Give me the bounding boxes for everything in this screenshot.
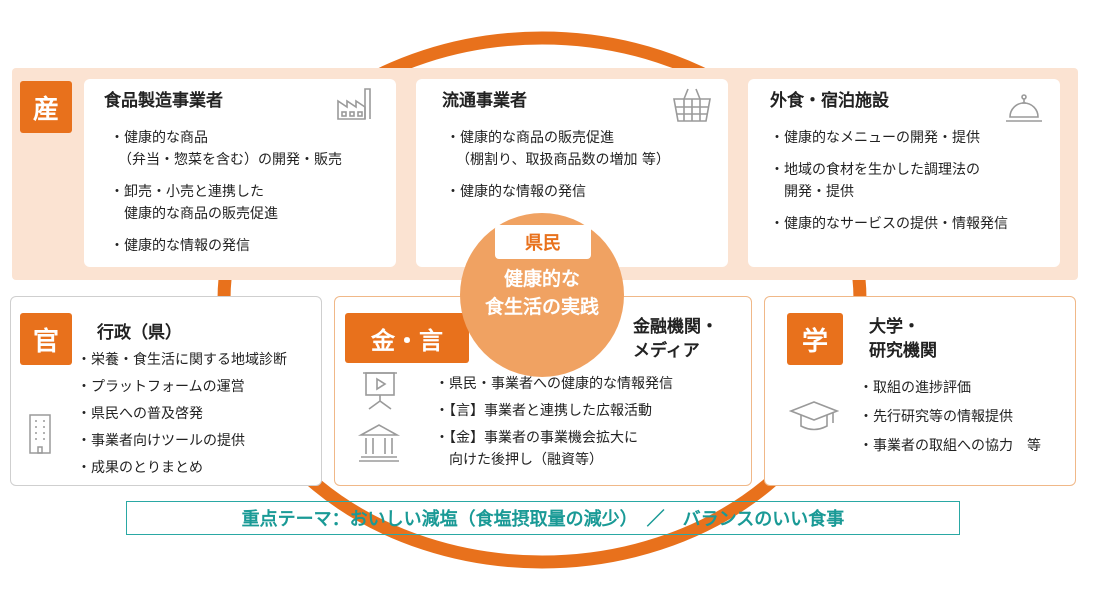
- priority-theme-box: 重点テーマ：おいしい減塩（食塩摂取量の減少） ／ バランスのいい食事: [126, 501, 960, 535]
- gov-item-1: ・栄養・食生活に関する地域診断: [77, 352, 287, 368]
- government-title: 行政（県）: [97, 323, 182, 343]
- distributor-title: 流通事業者: [442, 91, 527, 111]
- center-text-line-2: 食生活の実践: [484, 296, 599, 318]
- shopping-basket-icon: [673, 88, 711, 122]
- center-text-line-1: 健康的な: [503, 268, 580, 290]
- dining-item-4: ・健康的なサービスの提供・情報発信: [770, 216, 1008, 232]
- dining-item-3: 開発・提供: [784, 184, 854, 200]
- dining-item-2: ・地域の食材を生かした調理法の: [770, 162, 980, 178]
- office-building-icon: [29, 414, 51, 454]
- gov-item-3: ・県民への普及啓発: [77, 406, 203, 422]
- gov-item-4: ・事業者向けツールの提供: [77, 433, 245, 449]
- dining-title: 外食・宿泊施設: [770, 91, 889, 111]
- academia-title-1: 大学・: [869, 317, 920, 337]
- graduation-cap-icon: [789, 401, 839, 431]
- academia-badge: 学: [787, 313, 843, 365]
- finance-media-badge: 金・言: [345, 313, 469, 363]
- dist-item-1: ・健康的な商品の販売促進: [446, 130, 614, 146]
- food-maker-card: 食品製造事業者 ・健康的な商品 （弁当・惣菜を含む）の開発・販売 ・卸売・小売と…: [84, 79, 396, 267]
- industry-badge: 産: [20, 81, 72, 133]
- finance-media-title-1: 金融機関・: [633, 317, 718, 337]
- government-badge: 官: [20, 313, 72, 365]
- factory-icon: [337, 88, 371, 120]
- residents-tag: 県民: [495, 225, 591, 259]
- acad-item-2: ・先行研究等の情報提供: [859, 409, 1013, 425]
- food-item-5: ・健康的な情報の発信: [110, 238, 250, 254]
- gov-item-2: ・プラットフォームの運営: [77, 379, 245, 395]
- gov-item-5: ・成果のとりまとめ: [77, 460, 203, 476]
- fin-item-3: ・【金】事業者の事業機会拡大に: [435, 430, 638, 446]
- fin-item-1: ・県民・事業者への健康的な情報発信: [435, 376, 673, 392]
- food-item-1: ・健康的な商品: [110, 130, 208, 146]
- government-card: 官 行政（県） ・栄養・食生活に関する地域診断 ・プラットフォームの運営 ・県民…: [10, 296, 322, 486]
- food-item-4: 健康的な商品の販売促進: [124, 206, 278, 222]
- finance-media-title-2: メディア: [633, 341, 700, 361]
- academia-title-2: 研究機関: [869, 341, 937, 361]
- fin-item-2: ・【言】事業者と連携した広報活動: [435, 403, 652, 419]
- bank-icon: [357, 424, 401, 462]
- presentation-board-icon: [363, 372, 397, 410]
- food-maker-title: 食品製造事業者: [104, 91, 223, 111]
- service-bell-icon: [1006, 94, 1042, 122]
- food-item-3: ・卸売・小売と連携した: [110, 184, 264, 200]
- fin-item-4: 向けた後押し（融資等）: [449, 452, 603, 468]
- dist-item-3: ・健康的な情報の発信: [446, 184, 586, 200]
- acad-item-3: ・事業者の取組への協力 等: [859, 438, 1041, 454]
- dist-item-2: （棚割り、取扱商品数の増加 等）: [456, 152, 670, 168]
- dining-item-1: ・健康的なメニューの開発・提供: [770, 130, 980, 146]
- food-item-2: （弁当・惣菜を含む）の開発・販売: [118, 152, 342, 168]
- dining-card: 外食・宿泊施設 ・健康的なメニューの開発・提供 ・地域の食材を生かした調理法の …: [748, 79, 1060, 267]
- academia-card: 学 大学・ 研究機関 ・取組の進捗評価 ・先行研究等の情報提供 ・事業者の取組へ…: [764, 296, 1076, 486]
- acad-item-1: ・取組の進捗評価: [859, 380, 971, 396]
